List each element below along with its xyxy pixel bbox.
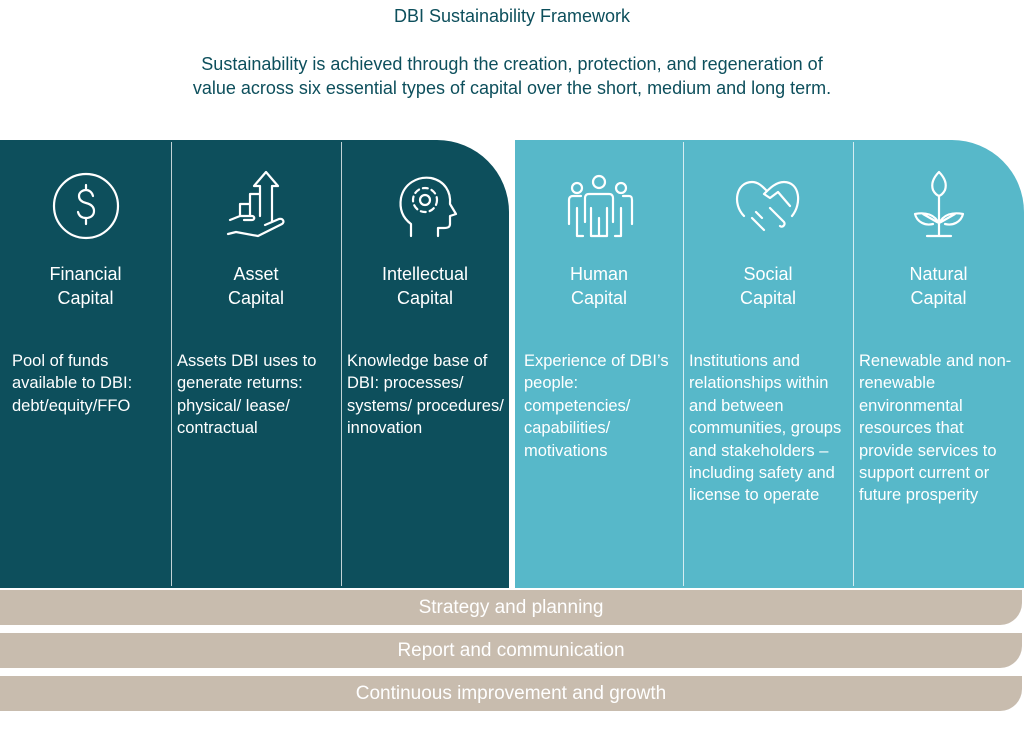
capital-description: Institutions and relationships within an…: [689, 352, 842, 505]
divider: [853, 142, 854, 586]
foundation-bar-strategy: Strategy and planning: [0, 590, 1022, 625]
capital-description: Pool of funds available to DBI: debt/equ…: [12, 352, 133, 415]
capital-title-line: Asset: [233, 264, 279, 284]
capital-description: Knowledge base of DBI: processes/ system…: [347, 352, 504, 438]
people-icon: [515, 168, 683, 244]
head-gear-icon: [341, 168, 509, 244]
capital-title-line: Capital: [910, 288, 967, 308]
capital-title-line: Capital: [396, 288, 454, 308]
growth-hand-icon: [171, 168, 341, 244]
divider: [171, 142, 172, 586]
capital-title-line: Capital: [739, 288, 797, 308]
foundation-bar-report: Report and communication: [0, 633, 1022, 668]
capital-description: Renewable and non-renewable environmenta…: [859, 352, 1012, 505]
capital-title-line: Human: [569, 264, 629, 284]
capital-title-line: Capital: [57, 288, 114, 308]
subtitle-line: value across six essential types of capi…: [192, 78, 832, 98]
heart-handshake-icon: [683, 168, 853, 244]
capital-title-line: Financial: [49, 264, 122, 284]
subtitle-line: Sustainability is achieved through the c…: [201, 54, 823, 74]
divider: [683, 142, 684, 586]
divider: [341, 142, 342, 586]
capital-title-line: Social: [743, 264, 793, 284]
capital-description: Experience of DBI’s people: competencies…: [524, 352, 669, 460]
capital-title-line: Intellectual: [381, 264, 469, 284]
foundation-bar-improvement: Continuous improvement and growth: [0, 676, 1022, 711]
plant-icon: [853, 168, 1024, 244]
capital-title-line: Capital: [570, 288, 628, 308]
dollar-icon: [0, 168, 171, 244]
capital-title-line: Natural: [909, 264, 968, 284]
subtitle: Sustainability is achieved through the c…: [100, 52, 924, 100]
capital-description: Assets DBI uses to generate returns: phy…: [177, 352, 317, 438]
capital-title-line: Capital: [227, 288, 285, 308]
page-title: DBI Sustainability Framework: [393, 6, 631, 26]
